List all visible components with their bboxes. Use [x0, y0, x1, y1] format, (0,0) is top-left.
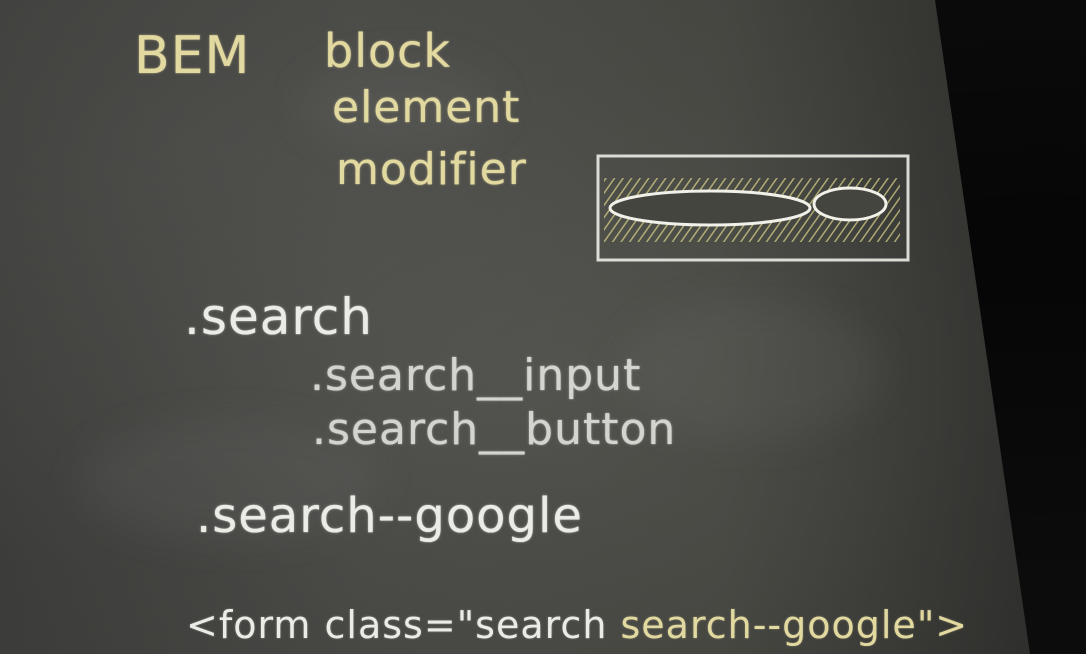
bem-title: BEM — [134, 26, 251, 86]
chalkboard — [0, 0, 1030, 654]
sketch-outer-frame — [596, 154, 910, 262]
markup-class-modifier: search--google"> — [607, 603, 969, 647]
code-element-input: .search__input — [310, 350, 642, 401]
chalk-smudge — [300, 60, 500, 150]
html-markup-line: <form class="search search--google"> — [186, 606, 968, 644]
markup-form-open: <form class=" — [186, 603, 476, 647]
chalk-smudge — [620, 300, 880, 440]
chalk-smudge — [80, 420, 380, 540]
word-modifier: modifier — [336, 144, 527, 195]
word-block: block — [324, 24, 452, 78]
code-modifier-google: .search--google — [196, 488, 583, 544]
sketch-input-oval — [608, 189, 812, 227]
word-element: element — [332, 82, 521, 133]
sketch-button-oval — [812, 186, 888, 222]
code-element-button: .search__button — [312, 404, 677, 455]
search-box-sketch — [596, 154, 910, 262]
markup-class-search: search — [475, 603, 608, 647]
code-block-search: .search — [184, 288, 373, 346]
